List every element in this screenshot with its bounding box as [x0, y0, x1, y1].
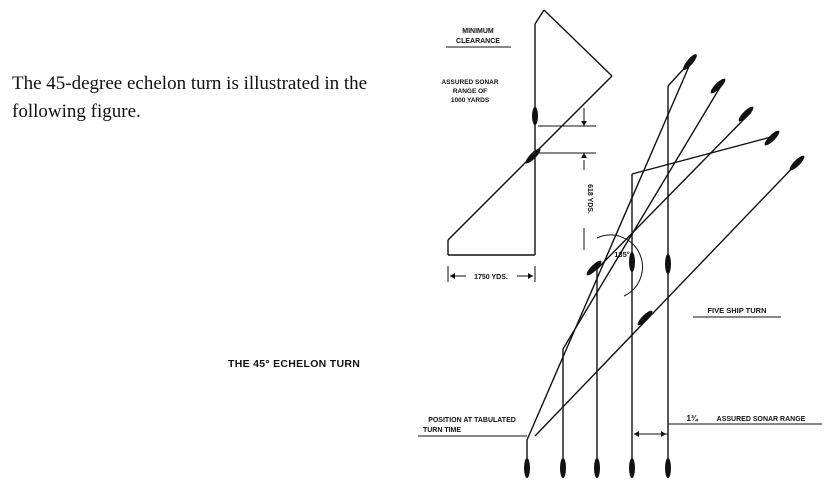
ship-marker	[738, 106, 754, 122]
arrowhead	[581, 121, 587, 126]
ship-marker	[594, 458, 600, 478]
ship-marker	[532, 107, 538, 125]
ship-marker	[665, 254, 671, 274]
sonar-range-fraction: 1¾	[686, 414, 698, 423]
assured-sonar-label-3: 1000 YARDS	[451, 97, 490, 104]
distance-618-label: 618 YDS.	[586, 184, 593, 214]
arrowhead	[661, 431, 666, 437]
ship-marker	[525, 148, 541, 164]
ship-track-line	[526, 63, 691, 441]
arrowhead	[450, 273, 455, 279]
figure-caption: THE 45° ECHELON TURN	[228, 358, 361, 370]
position-label-2: TURN TIME	[423, 427, 461, 434]
arrowhead	[634, 431, 639, 437]
assured-sonar-label-2: RANGE OF	[453, 88, 487, 95]
arrowhead	[528, 273, 533, 279]
angle-arc	[596, 234, 643, 297]
ship-marker	[710, 78, 726, 94]
ship-marker	[560, 458, 566, 478]
ship-track-line	[631, 135, 776, 175]
triangle-right-edge	[543, 9, 613, 77]
angle-135-label: 135°	[614, 250, 630, 259]
intro-paragraph: The 45-degree echelon turn is illustrate…	[12, 73, 368, 122]
ship-marker	[789, 155, 805, 171]
sonar-range-label: ASSURED SONAR RANGE	[717, 416, 806, 423]
ship-marker	[683, 54, 697, 70]
ship-marker	[524, 458, 530, 478]
ship-track-line	[596, 111, 752, 270]
five-ship-turn-label: FIVE SHIP TURN	[707, 306, 766, 315]
triangle-top-edge	[534, 9, 545, 25]
minimum-clearance-label-2: CLEARANCE	[456, 38, 500, 45]
assured-sonar-label-1: ASSURED SONAR	[441, 79, 498, 86]
ship-marker	[764, 130, 780, 146]
minimum-clearance-label-1: MINIMUM	[462, 28, 494, 35]
arrowhead	[581, 153, 587, 158]
five-ship-turn-diagram: 135° FIVE SHIP TURN POSITION AT TABULATE…	[418, 54, 822, 478]
position-label-1: POSITION AT TABULATED	[428, 417, 516, 424]
ship-marker	[637, 310, 653, 326]
clearance-diagram: MINIMUM CLEARANCE ASSURED SONAR RANGE OF…	[441, 9, 613, 282]
ship-marker	[629, 252, 635, 272]
distance-1750-label: 1750 YDS.	[474, 274, 508, 281]
ship-marker	[629, 458, 635, 478]
ship-track-line	[534, 159, 801, 437]
ship-marker	[665, 458, 671, 478]
ship-track-line	[562, 83, 723, 350]
ship-marker	[586, 260, 602, 276]
